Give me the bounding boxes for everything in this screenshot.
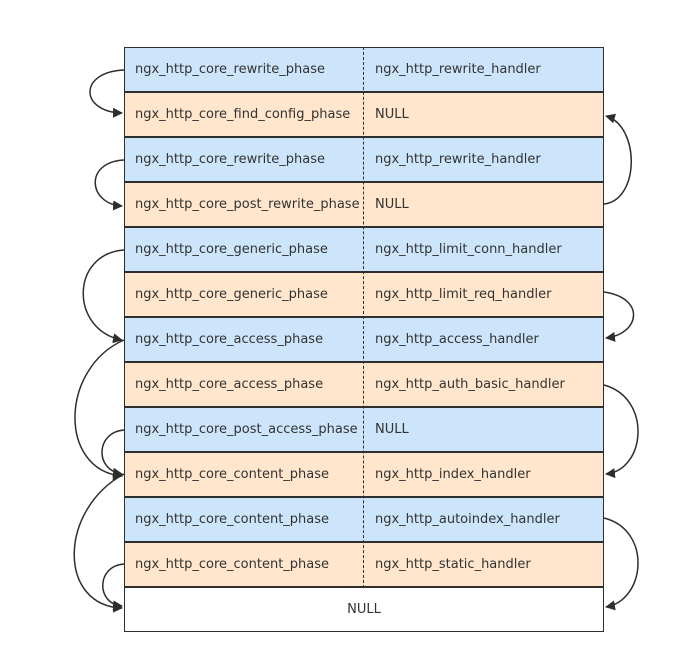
terminal-null-label: NULL bbox=[347, 602, 381, 617]
handler-name: ngx_http_static_handler bbox=[375, 557, 531, 572]
phase-name: ngx_http_core_content_phase bbox=[135, 512, 330, 527]
phase-row: ngx_http_core_access_phase ngx_http_auth_… bbox=[124, 362, 604, 407]
handler-name: ngx_http_autoindex_handler bbox=[375, 512, 560, 527]
phase-name: ngx_http_core_access_phase bbox=[135, 377, 324, 392]
phase-row: ngx_http_core_rewrite_phase ngx_http_rewr… bbox=[124, 47, 604, 92]
phase-row: ngx_http_core_generic_phase ngx_http_limi… bbox=[124, 227, 604, 272]
phase-name: ngx_http_core_rewrite_phase bbox=[135, 62, 325, 77]
arrow-rewrite-to-find-config bbox=[89, 69, 125, 118]
arrow-post-rewrite-to-find-config bbox=[603, 113, 632, 205]
phase-name: ngx_http_core_generic_phase bbox=[135, 287, 328, 302]
phase-row: ngx_http_core_generic_phase ngx_http_limi… bbox=[124, 272, 604, 317]
handler-name: NULL bbox=[375, 197, 409, 212]
arrow-autoindex-to-null bbox=[603, 517, 639, 611]
arrow-limit-req-to-access bbox=[603, 291, 635, 342]
phase-row: ngx_http_core_post_rewrite_phase NULL bbox=[124, 182, 604, 227]
handler-name: ngx_http_rewrite_handler bbox=[375, 152, 541, 167]
phase-row: ngx_http_core_rewrite_phase ngx_http_rewr… bbox=[124, 137, 604, 182]
phase-name: ngx_http_core_generic_phase bbox=[135, 242, 328, 257]
phase-row: ngx_http_core_access_phase ngx_http_acces… bbox=[124, 317, 604, 362]
handler-name: ngx_http_access_handler bbox=[375, 332, 539, 347]
terminal-null-row: NULL bbox=[124, 587, 604, 632]
handler-name: ngx_http_rewrite_handler bbox=[375, 62, 541, 77]
phase-name: ngx_http_core_access_phase bbox=[135, 332, 324, 347]
handler-name: ngx_http_index_handler bbox=[375, 467, 531, 482]
arrow-static-content-to-null bbox=[102, 563, 125, 611]
handler-name: NULL bbox=[375, 422, 409, 437]
column-divider bbox=[363, 47, 364, 588]
phase-name: ngx_http_core_rewrite_phase bbox=[135, 152, 325, 167]
handler-name: ngx_http_limit_req_handler bbox=[375, 287, 552, 302]
handler-name: NULL bbox=[375, 107, 409, 122]
phase-name: ngx_http_core_find_config_phase bbox=[135, 107, 351, 122]
arrow-access-to-content bbox=[74, 339, 125, 481]
arrow-auth-basic-to-content bbox=[603, 384, 639, 479]
phase-row: ngx_http_core_content_phase ngx_http_stat… bbox=[124, 542, 604, 587]
arrow-generic-to-access bbox=[82, 249, 125, 344]
phase-name: ngx_http_core_post_rewrite_phase bbox=[135, 197, 360, 212]
arrow-post-access-to-content bbox=[101, 429, 125, 478]
phase-row: ngx_http_core_find_config_phase NULL bbox=[124, 92, 604, 137]
phase-name: ngx_http_core_content_phase bbox=[135, 467, 330, 482]
handler-name: ngx_http_limit_conn_handler bbox=[375, 242, 562, 257]
arrow-rewrite-to-post-rewrite bbox=[94, 159, 125, 211]
arrow-content-to-null bbox=[73, 473, 125, 613]
phase-row: ngx_http_core_content_phase ngx_http_inde… bbox=[124, 452, 604, 497]
phase-row: ngx_http_core_content_phase ngx_http_auto… bbox=[124, 497, 604, 542]
phase-name: ngx_http_core_post_access_phase bbox=[135, 422, 358, 437]
phase-name: ngx_http_core_content_phase bbox=[135, 557, 330, 572]
phase-row: ngx_http_core_post_access_phase NULL bbox=[124, 407, 604, 452]
handler-name: ngx_http_auth_basic_handler bbox=[375, 377, 565, 392]
